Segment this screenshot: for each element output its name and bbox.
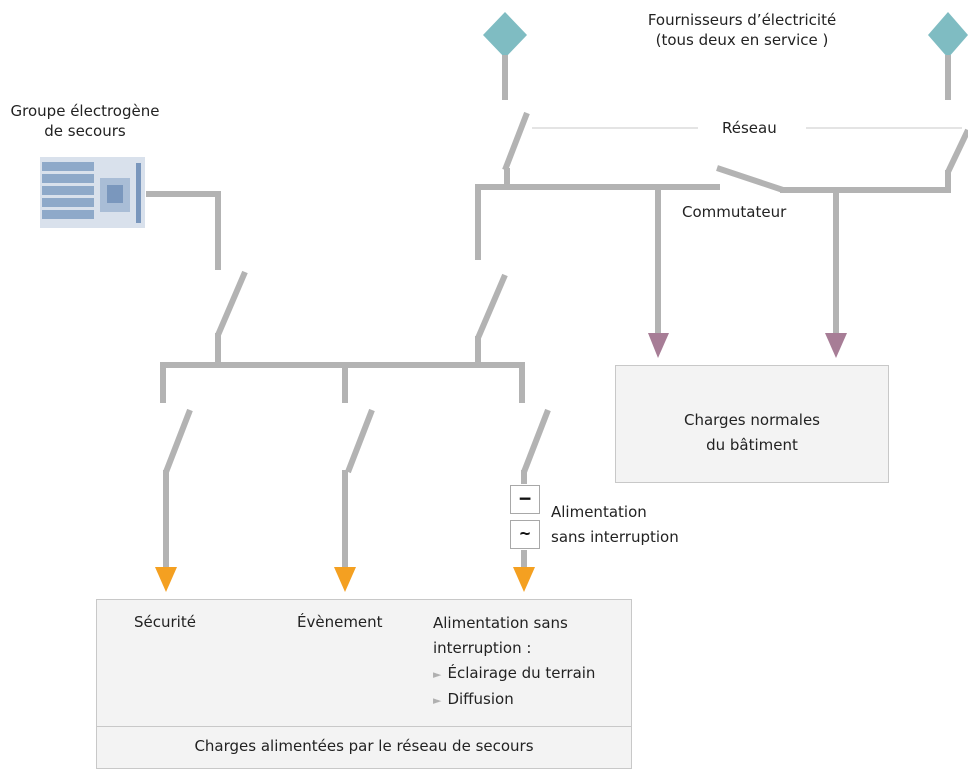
ups-loads-line1: Alimentation sans (433, 614, 568, 632)
supplier-right-switch (945, 128, 968, 174)
suppliers-label-line2: (tous deux en service ) (655, 31, 829, 49)
normal-loads-line1: Charges normales (683, 411, 820, 429)
supplier-left-icon (483, 12, 527, 58)
grid-backup-switch (475, 273, 508, 340)
switch-event (345, 408, 375, 474)
ups-loads-item-broadcast: ► Diffusion (433, 687, 595, 713)
switch-security (163, 408, 193, 474)
suppliers-label: Fournisseurs d’électricité (tous deux en… (612, 10, 872, 50)
suppliers-label-line1: Fournisseurs d’électricité (647, 11, 837, 29)
normal-arrow-right (825, 333, 847, 358)
generator-icon (40, 157, 145, 228)
switch-label: Commutateur (682, 203, 787, 221)
upper-bus (475, 184, 720, 260)
normal-arrow-left (648, 333, 669, 358)
backup-loads-divider (97, 726, 631, 727)
dc-icon: − (510, 485, 540, 514)
ups-loads-item1-text: Éclairage du terrain (447, 664, 596, 682)
supplier-left-switch (502, 111, 530, 172)
generator-label: Groupe électrogène de secours (0, 101, 170, 141)
commutator-switch (716, 165, 784, 193)
generator-label-line2: de secours (44, 122, 126, 140)
generator-wire (146, 191, 221, 270)
normal-loads-label: Charges normales du bâtiment (616, 408, 888, 458)
security-label: Sécurité (134, 613, 196, 631)
switch-ups (521, 408, 551, 474)
ups-loads-item2-text: Diffusion (447, 690, 514, 708)
backup-arrow-security (155, 567, 177, 592)
backup-loads-box: Sécurité Évènement Alimentation sans int… (96, 599, 632, 769)
normal-loads-line2: du bâtiment (706, 436, 798, 454)
ups-label-line1: Alimentation (551, 503, 647, 521)
generator-label-line1: Groupe électrogène (10, 102, 160, 120)
ups-loads-item-lighting: ► Éclairage du terrain (433, 661, 595, 687)
backup-arrow-ups (513, 567, 535, 592)
backup-loads-footer: Charges alimentées par le réseau de seco… (194, 737, 534, 755)
bullet-triangle-icon: ► (433, 694, 442, 707)
bullet-triangle-icon: ► (433, 668, 442, 681)
ups-loads-list: Alimentation sans interruption : ► Éclair… (433, 611, 595, 713)
ups-label-line2: sans interruption (551, 528, 679, 546)
grid-label: Réseau (722, 119, 777, 137)
supplier-right-icon (928, 12, 968, 58)
ac-icon: ~ (510, 520, 540, 549)
backup-arrow-event (334, 567, 356, 592)
ups-label: Alimentation sans interruption (551, 500, 679, 550)
generator-switch (215, 270, 248, 337)
normal-loads-box: Charges normales du bâtiment (615, 365, 889, 483)
event-label: Évènement (297, 613, 383, 631)
ups-loads-line2: interruption : (433, 639, 532, 657)
